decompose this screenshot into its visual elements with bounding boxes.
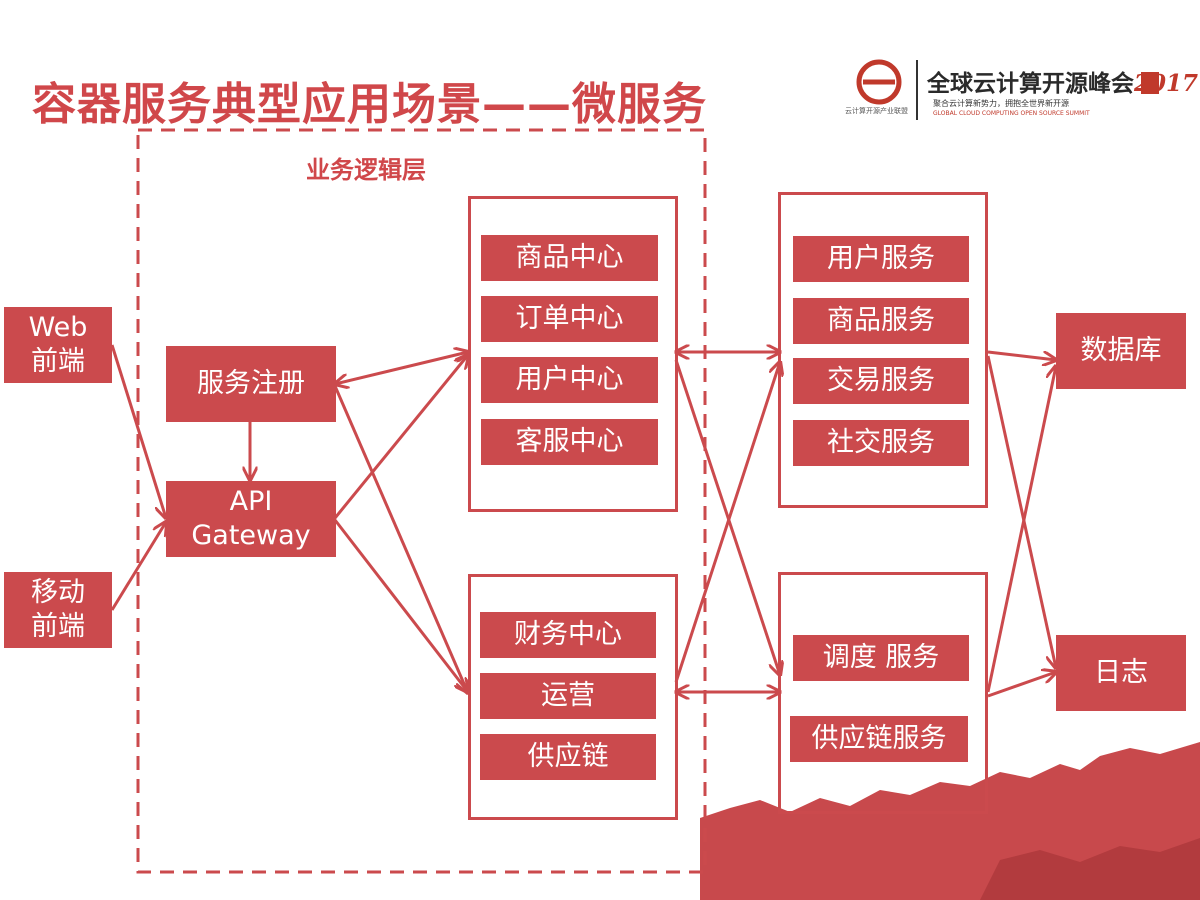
service-item: 商品服务 [793, 298, 969, 344]
arrow-gateway-to-centers2 [333, 519, 468, 692]
web-frontend-node: Web 前端 [4, 307, 112, 383]
business-logic-layer-label: 业务逻辑层 [306, 156, 426, 184]
center-item: 客服中心 [481, 419, 658, 465]
center-item: 订单中心 [481, 296, 658, 342]
logo-slogan: 聚合云计算新势力，拥抱全世界新开源 [933, 99, 1069, 108]
logo-org-text: 云计算开源产业联盟 [845, 107, 908, 115]
mobile-frontend-node: 移动 前端 [4, 572, 112, 648]
service-item: 调度 服务 [793, 635, 969, 681]
center-item: 供应链 [480, 734, 656, 780]
api-gateway-node: API Gateway [166, 481, 336, 557]
slide-title: 容器服务典型应用场景——微服务 [32, 79, 707, 130]
logo-divider [916, 60, 918, 120]
arrow-gateway-to-centers1 [333, 355, 468, 519]
center-group-1 [468, 196, 678, 512]
service-item: 供应链服务 [790, 716, 968, 762]
arrow-services2-database [986, 366, 1056, 693]
logo-year-tag [1141, 72, 1159, 94]
service-group-2 [778, 572, 988, 814]
center-item: 用户中心 [481, 357, 658, 403]
arrow-services1-log [986, 355, 1056, 668]
arrow-services1-database [987, 350, 1056, 360]
summit-logo-icon [856, 59, 902, 105]
service-item: 用户服务 [793, 236, 969, 282]
business-layer-boundary [136, 128, 707, 874]
logo-summit-name: 全球云计算开源峰会 [927, 70, 1134, 97]
service-registry-node: 服务注册 [166, 346, 336, 422]
database-node: 数据库 [1056, 313, 1186, 389]
arrow-web-to-gateway [110, 344, 166, 518]
service-item: 社交服务 [793, 420, 969, 466]
center-group-2 [468, 574, 678, 820]
service-group-1 [778, 192, 988, 508]
arrow-registry-to-centers1 [335, 352, 468, 384]
arrow-registry-to-centers2 [333, 385, 468, 693]
center-item: 商品中心 [481, 235, 658, 281]
service-item: 交易服务 [793, 358, 969, 404]
summit-logo: 云计算开源产业联盟 全球云计算开源峰会2017 聚合云计算新势力，拥抱全世界新开… [845, 58, 1198, 124]
arrow-services2-log [987, 672, 1056, 698]
arrow-centers2-services1 [674, 362, 780, 683]
logo-english: GLOBAL CLOUD COMPUTING OPEN SOURCE SUMMI… [933, 110, 1090, 117]
center-item: 运营 [480, 673, 656, 719]
arrow-mobile-to-gateway [110, 522, 166, 611]
log-node: 日志 [1056, 635, 1186, 711]
center-item: 财务中心 [480, 612, 656, 658]
